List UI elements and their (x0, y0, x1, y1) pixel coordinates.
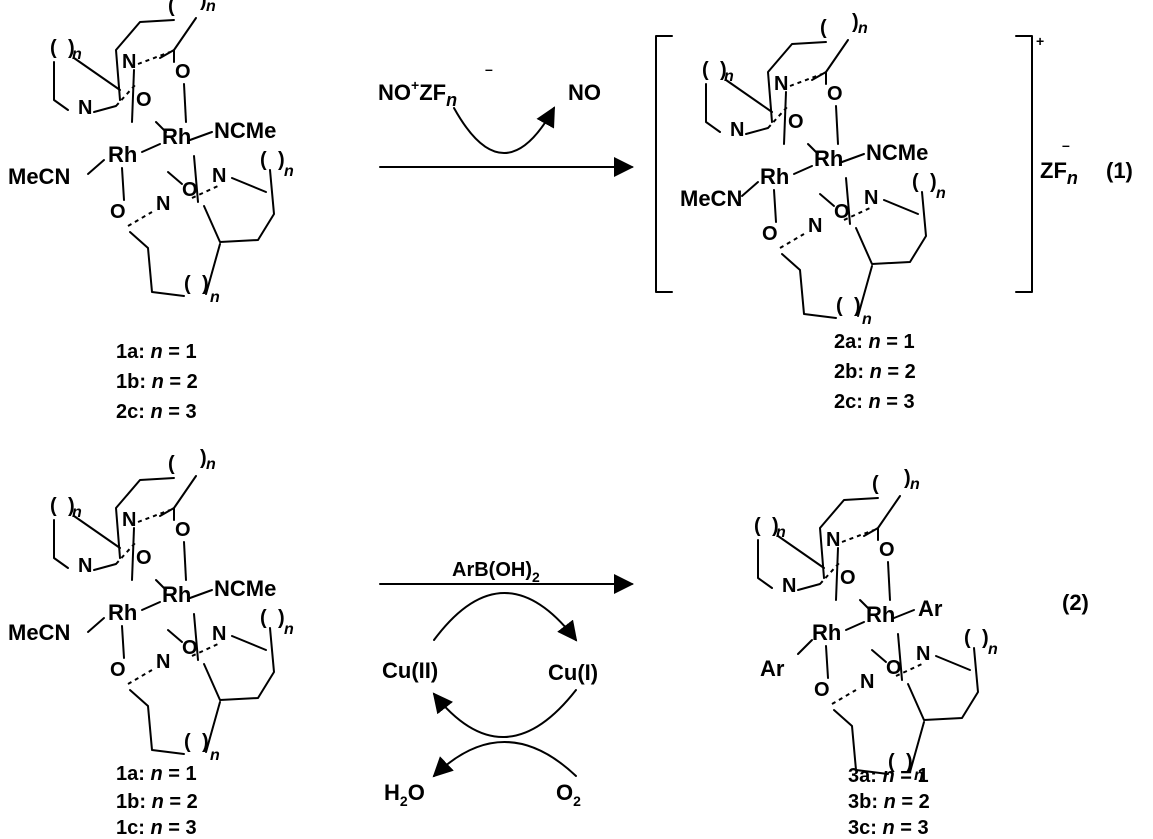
labels-2-right: 3a: n = 1 3b: n = 2 3c: n = 3 (848, 765, 930, 839)
arylboronic-acid-reagent: ArB(OH)2 (452, 559, 540, 585)
svg-text:1b: n = 2: 1b: n = 2 (116, 791, 198, 813)
ncme-ligand: NCMe (214, 118, 276, 143)
ncme-ligand: NCMe (866, 140, 928, 165)
aryl-ligand-right: Ar (918, 596, 943, 621)
cation-charge: + (1036, 33, 1044, 49)
labels-1-left: 1a: n = 1 1b: n = 2 2c: n = 3 (116, 341, 198, 423)
svg-text:1b: n = 2: 1b: n = 2 (116, 371, 198, 393)
reaction-arrow-2: ArB(OH)2 Cu(II) Cu(I) H2O O2 (379, 559, 634, 809)
svg-text:3b: n = 2: 3b: n = 2 (848, 791, 930, 813)
equation-number-1: (1) (1106, 158, 1133, 183)
svg-text:2c: n = 3: 2c: n = 3 (116, 401, 197, 423)
oxygen-oxidant: O2 (556, 780, 581, 809)
ncme-ligand: NCMe (214, 576, 276, 601)
product-3-diaryl: Ar Ar (2) (753, 466, 1089, 785)
labels-2-left: 1a: n = 1 1b: n = 2 1c: n = 3 (116, 763, 198, 839)
svg-text:2c: n = 3: 2c: n = 3 (834, 391, 915, 413)
mecn-ligand: MeCN (8, 164, 70, 189)
svg-text:–: – (485, 61, 493, 77)
product-2-bracketed: + MeCN NCMe ZFn – (1) (655, 10, 1133, 329)
svg-text:3a: n = 1: 3a: n = 1 (848, 765, 929, 787)
mecn-ligand: MeCN (8, 620, 70, 645)
svg-text:1c: n = 3: 1c: n = 3 (116, 817, 197, 839)
nitrosonium-reagent: NO+ZFn (378, 77, 457, 110)
complex-1-top-left: MeCN NCMe (8, 0, 295, 307)
svg-text:3c: n = 3: 3c: n = 3 (848, 817, 929, 839)
complex-1-bottom-left: MeCN NCMe (8, 446, 295, 765)
svg-text:–: – (1062, 137, 1070, 153)
no-byproduct: NO (568, 80, 601, 105)
svg-text:2b: n = 2: 2b: n = 2 (834, 361, 916, 383)
mecn-ligand: MeCN (680, 186, 742, 211)
svg-text:1a: n = 1: 1a: n = 1 (116, 341, 197, 363)
counterion: ZFn (1040, 158, 1078, 188)
copper-ii: Cu(II) (382, 658, 438, 683)
reaction-arrow-1: NO+ZFn – NO (378, 61, 634, 177)
labels-1-right: 2a: n = 1 2b: n = 2 2c: n = 3 (834, 331, 916, 413)
equation-number-2: (2) (1062, 590, 1089, 615)
copper-i: Cu(I) (548, 660, 598, 685)
svg-text:1a: n = 1: 1a: n = 1 (116, 763, 197, 785)
aryl-ligand-left: Ar (760, 656, 785, 681)
svg-text:2a: n = 1: 2a: n = 1 (834, 331, 915, 353)
water-byproduct: H2O (384, 780, 425, 809)
